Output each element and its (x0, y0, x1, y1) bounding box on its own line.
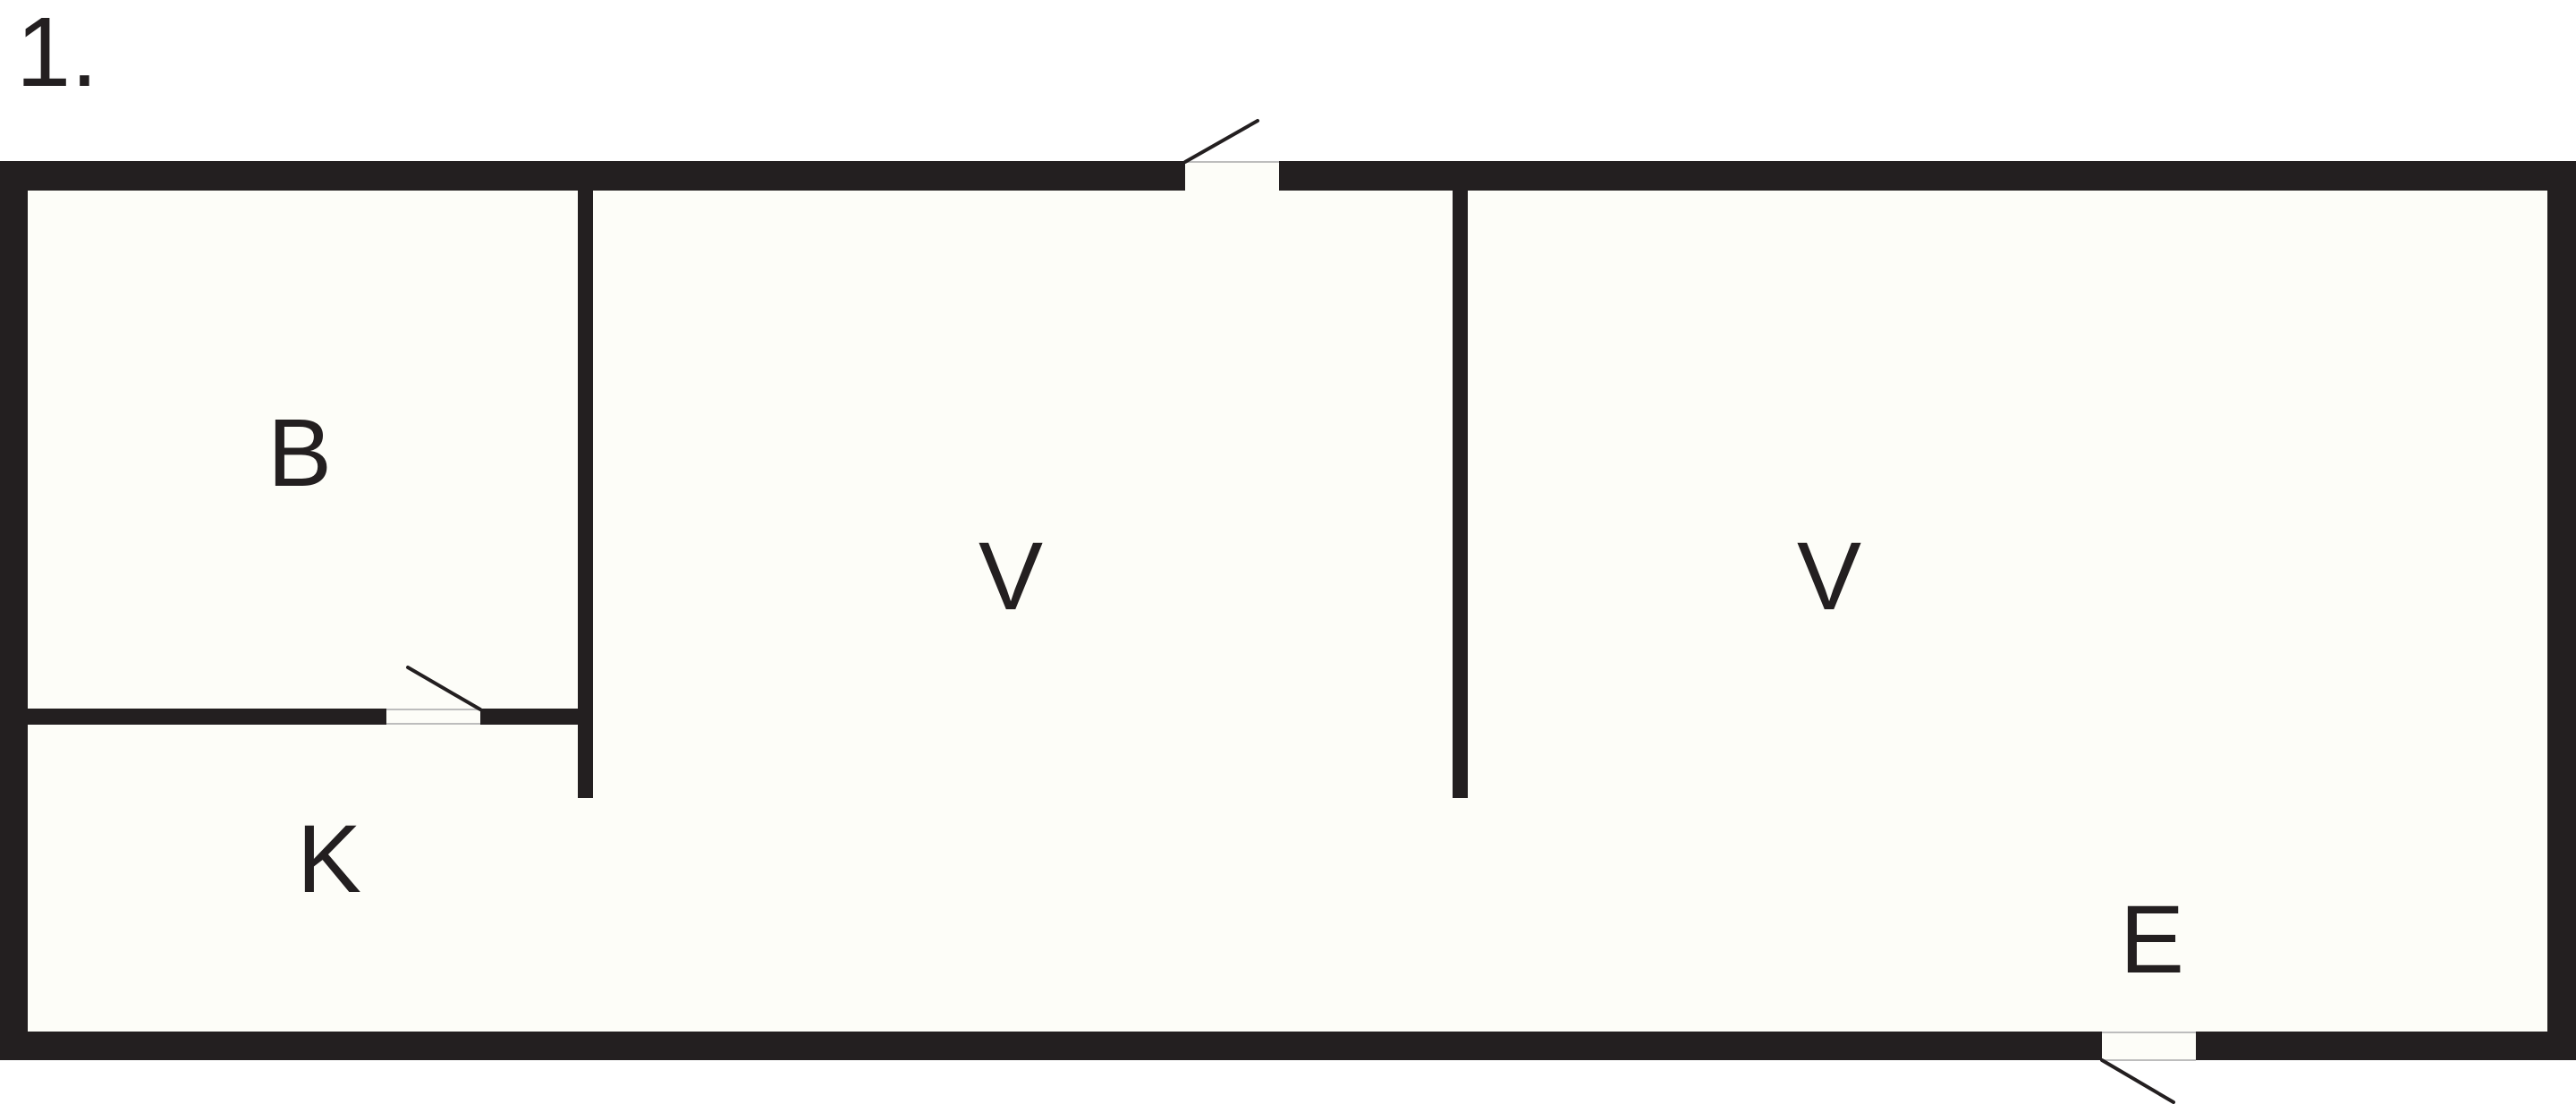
doors (386, 119, 2196, 1104)
interior-walls (28, 191, 1468, 798)
wall-left (0, 161, 28, 1060)
door-entrance[interactable] (2100, 1032, 2196, 1104)
door-bedroom[interactable] (386, 666, 482, 725)
floor-area (28, 191, 2547, 1032)
wall-bedroom-kitchen-right (480, 709, 578, 725)
wall-bedroom-kitchen-left (28, 709, 386, 725)
door-top[interactable] (1183, 119, 1279, 191)
exterior-walls (0, 161, 2576, 1060)
room-label-kitchen: K (296, 804, 362, 913)
wall-right (2547, 161, 2576, 1060)
wall-top-right (1279, 161, 2576, 191)
wall-interior-1 (578, 191, 593, 798)
wall-top-left (0, 161, 1185, 191)
wall-interior-2 (1453, 191, 1468, 798)
door-swing-line (2100, 1058, 2175, 1104)
room-label-entrance: E (2119, 885, 2185, 993)
wall-bottom-left (0, 1032, 2102, 1060)
figure-number: 1. (16, 0, 98, 107)
wall-bottom-right (2196, 1032, 2576, 1060)
door-swing-line (1183, 119, 1259, 164)
door-swing-line (406, 666, 482, 711)
room-label-living-1: V (978, 522, 1044, 630)
room-label-living-2: V (1796, 522, 1862, 630)
room-label-bedroom: B (267, 398, 333, 506)
